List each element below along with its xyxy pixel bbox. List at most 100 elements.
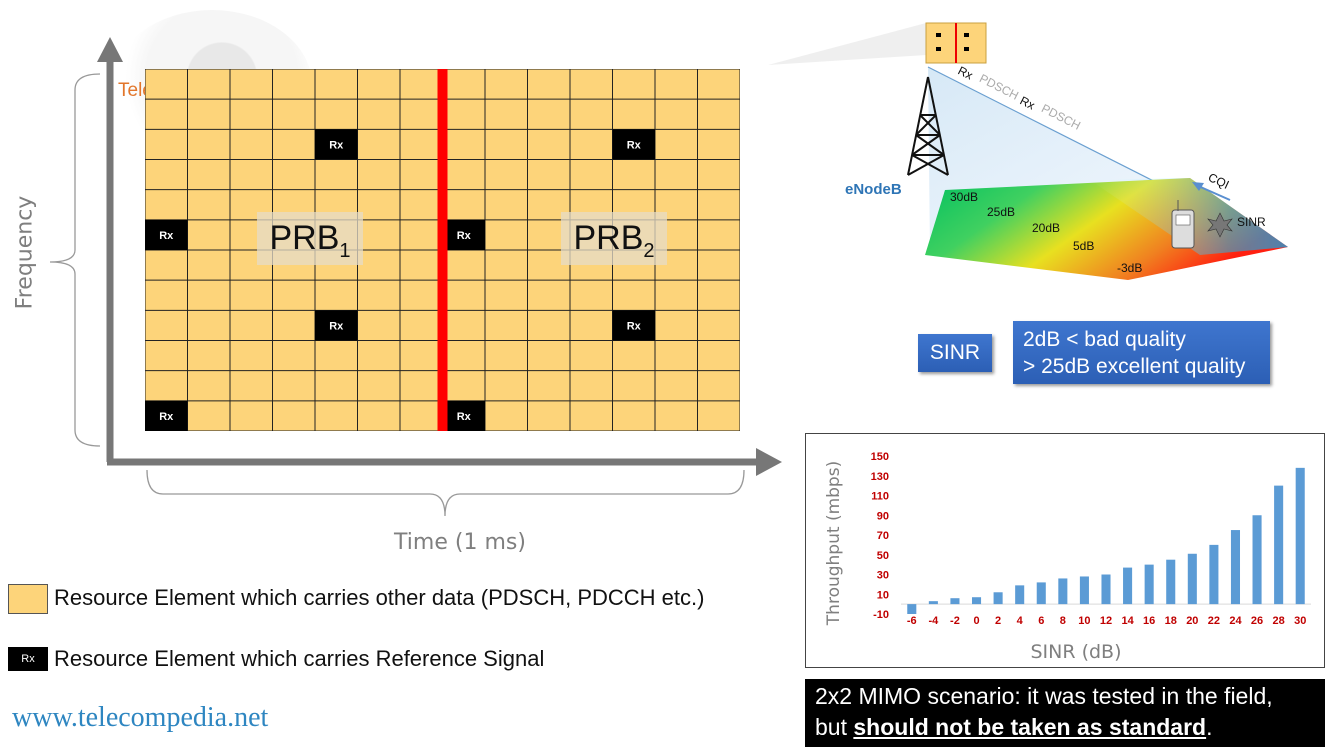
throughput-bar: [1209, 544, 1219, 605]
level-20db: 20dB: [1032, 221, 1061, 235]
x-axis-label: Time (1 ms): [394, 530, 526, 555]
legend-swatch-reference-signal: Rx: [8, 647, 48, 671]
throughput-bar: [1187, 553, 1197, 605]
sinr-quality-box: 2dB < bad quality > 25dB excellent quali…: [1013, 321, 1270, 384]
x-tick-label: 8: [1060, 615, 1066, 627]
reference-signal-label: Rx: [627, 139, 642, 151]
throughput-bar: [1015, 585, 1025, 605]
throughput-bar: [1144, 564, 1154, 605]
sinr-quality-line-1: 2dB < bad quality: [1023, 328, 1186, 351]
mimo-note: 2x2 MIMO scenario: it was tested in the …: [805, 679, 1325, 747]
reference-signal-label: Rx: [159, 230, 174, 242]
throughput-bar: [1252, 515, 1262, 605]
sinr-box-label: SINR: [918, 334, 992, 372]
reference-signal-cell: [442, 219, 485, 250]
throughput-bar: [1274, 485, 1284, 605]
prb1-subscript: 1: [339, 239, 351, 262]
enodeb-label: eNodeB: [845, 181, 902, 198]
throughput-bar: [1079, 576, 1089, 605]
x-tick-label: 2: [995, 615, 1001, 627]
reference-signal-label: Rx: [457, 230, 472, 242]
x-tick-label: 14: [1121, 615, 1134, 627]
x-tick-label: 16: [1143, 615, 1155, 627]
reference-signal-cell: [612, 129, 655, 160]
throughput-bar: [907, 604, 917, 614]
prb-divider: [437, 69, 448, 431]
x-tick-label: -2: [950, 615, 960, 627]
x-tick-label: 26: [1251, 615, 1263, 627]
axes-arrows: [49, 37, 782, 517]
reference-signal-label: Rx: [329, 139, 344, 151]
throughput-bar: [928, 601, 938, 605]
level-5db: 5dB: [1073, 239, 1095, 253]
prb2-text: PRB: [573, 219, 644, 257]
reference-signal-label: Rx: [329, 320, 344, 332]
reference-signal-cell: [315, 310, 358, 341]
throughput-bar: [1123, 567, 1133, 605]
reference-signal-cell: [612, 310, 655, 341]
y-tick-label: 50: [877, 550, 889, 562]
throughput-bar: [1166, 559, 1176, 605]
sinr-scene-label: SINR: [1237, 215, 1266, 229]
mimo-note-suffix: .: [1206, 714, 1213, 740]
x-tick-label: 22: [1208, 615, 1220, 627]
radio-scene: [768, 22, 1288, 280]
x-tick-label: 6: [1038, 615, 1044, 627]
prb2-label: PRB2: [561, 212, 667, 265]
level-minus3db: -3dB: [1117, 261, 1143, 275]
throughput-bar: [1230, 530, 1241, 605]
throughput-bar: [1036, 582, 1046, 605]
x-tick-label: 12: [1100, 615, 1112, 627]
x-tick-label: 0: [973, 615, 979, 627]
chart-x-axis-label: SINR (dB): [1030, 641, 1121, 663]
y-tick-label: 90: [877, 510, 889, 522]
legend-other-data-text: Resource Element which carries other dat…: [54, 585, 705, 610]
x-tick-label: 30: [1294, 615, 1306, 627]
throughput-bar: [971, 597, 982, 605]
x-tick-label: 18: [1165, 615, 1177, 627]
prb2-subscript: 2: [643, 239, 655, 262]
x-tick-label: -6: [907, 615, 917, 627]
throughput-bar: [1101, 574, 1111, 605]
x-tick-label: 28: [1273, 615, 1285, 627]
y-tick-label: 30: [877, 570, 889, 582]
reference-signal-cell: [442, 400, 485, 431]
y-tick-label: 10: [877, 589, 889, 601]
reference-signal-cell: [145, 400, 188, 431]
y-tick-label: 150: [871, 451, 889, 463]
level-25db: 25dB: [987, 205, 1016, 219]
x-tick-label: -4: [928, 615, 939, 627]
mimo-note-line-1: 2x2 MIMO scenario: it was tested in the …: [815, 683, 1273, 709]
prb1-label: PRB1: [257, 212, 363, 265]
reference-signal-label: Rx: [457, 411, 472, 423]
x-tick-label: 24: [1229, 615, 1242, 627]
reference-signal-label: Rx: [159, 411, 174, 423]
throughput-bar: [1295, 467, 1305, 605]
y-tick-label: 70: [877, 530, 889, 542]
y-tick-label: 130: [871, 471, 889, 483]
mimo-note-line-2: but should not be taken as standard.: [815, 712, 1315, 743]
x-tick-label: 20: [1186, 615, 1198, 627]
throughput-bar: [993, 592, 1003, 605]
prb1-text: PRB: [269, 219, 340, 257]
x-tick-label: 10: [1078, 615, 1090, 627]
mimo-note-emphasis: should not be taken as standard: [853, 714, 1207, 740]
y-tick-label: -10: [873, 609, 889, 621]
throughput-bar: [1058, 578, 1068, 605]
legend-reference-signal-text: Resource Element which carries Reference…: [54, 646, 545, 671]
level-30db: 30dB: [950, 190, 979, 204]
sinr-quality-line-2: > 25dB excellent quality: [1023, 355, 1246, 378]
website-link[interactable]: www.telecompedia.net: [12, 702, 269, 733]
mimo-note-prefix: but: [815, 714, 854, 740]
reference-signal-label: Rx: [627, 320, 642, 332]
legend-swatch-other-data: [8, 584, 48, 614]
chart-y-axis-label: Throughput (mbps): [824, 461, 844, 626]
reference-signal-cell: [315, 129, 358, 160]
y-axis-label: Frequency: [12, 195, 38, 310]
y-tick-label: 110: [871, 491, 889, 503]
throughput-bar: [950, 598, 960, 605]
reference-signal-cell: [145, 219, 188, 250]
x-tick-label: 4: [1017, 615, 1024, 627]
